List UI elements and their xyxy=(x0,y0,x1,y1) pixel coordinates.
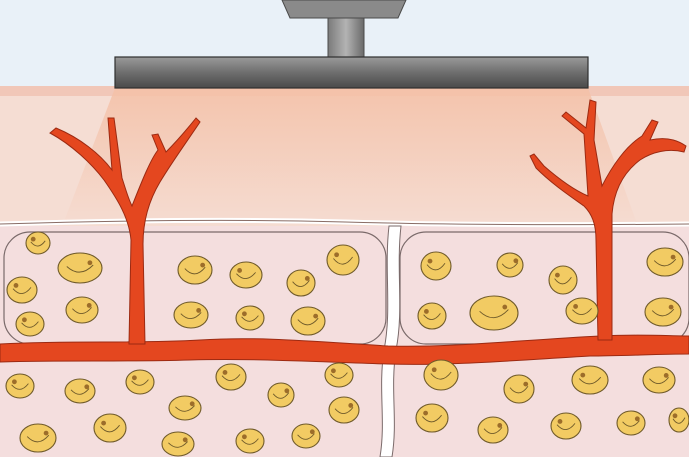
fat-cell-nucleus xyxy=(14,283,19,288)
fat-cell xyxy=(236,306,264,330)
fat-cell xyxy=(645,298,681,326)
fat-cell-nucleus xyxy=(305,276,310,281)
fat-cell-nucleus xyxy=(88,260,93,265)
fat-cell-nucleus xyxy=(502,305,507,310)
fat-cell-nucleus xyxy=(558,419,563,424)
fat-cell-nucleus xyxy=(423,411,428,416)
fat-cell-nucleus xyxy=(84,384,89,389)
fat-cell xyxy=(470,296,518,330)
fat-cell-nucleus xyxy=(87,303,92,308)
fat-cell xyxy=(418,303,446,329)
fat-cell-nucleus xyxy=(523,382,528,387)
fat-cell-nucleus xyxy=(669,305,674,310)
fat-cell xyxy=(94,414,126,442)
fat-cell xyxy=(497,253,523,277)
fat-cell xyxy=(572,366,608,394)
applicator-plate xyxy=(115,57,588,88)
fat-cell xyxy=(416,404,448,432)
fat-cell-nucleus xyxy=(242,434,247,439)
fat-cell-nucleus xyxy=(101,421,106,426)
fat-cell-nucleus xyxy=(284,388,289,393)
fat-cell xyxy=(504,375,534,403)
applicator-top xyxy=(282,0,406,18)
fat-cell xyxy=(421,252,451,280)
fat-cell-nucleus xyxy=(237,268,242,273)
fat-cell-nucleus xyxy=(310,429,315,434)
fat-cell-nucleus xyxy=(183,437,188,442)
fat-cell-nucleus xyxy=(348,403,353,408)
fat-cell xyxy=(20,424,56,452)
fat-cell-nucleus xyxy=(334,252,339,257)
fat-cell xyxy=(169,396,201,420)
fat-cell xyxy=(216,364,246,390)
fat-cell xyxy=(7,277,37,303)
fat-cell-nucleus xyxy=(432,367,437,372)
fat-cell-nucleus xyxy=(673,413,678,418)
fat-cell xyxy=(66,297,98,323)
fat-cell-nucleus xyxy=(428,259,433,264)
fat-cell xyxy=(291,307,325,335)
fat-cell xyxy=(617,411,645,435)
fat-cell xyxy=(58,253,102,283)
fat-cell-nucleus xyxy=(44,431,49,436)
fat-cell xyxy=(647,248,683,276)
fat-cell-nucleus xyxy=(573,304,578,309)
fat-cell-nucleus xyxy=(242,311,247,316)
fat-cell xyxy=(65,379,95,403)
fat-cell xyxy=(551,413,581,439)
fat-cell-nucleus xyxy=(31,237,36,242)
fat-cell xyxy=(643,367,675,393)
fat-cell-nucleus xyxy=(331,368,336,373)
fat-cell-nucleus xyxy=(313,314,318,319)
fat-cell-nucleus xyxy=(12,379,17,384)
fat-cell-nucleus xyxy=(200,263,205,268)
fat-cell xyxy=(292,424,320,448)
fat-cell xyxy=(329,397,359,423)
fat-cell xyxy=(236,429,264,453)
fat-cell xyxy=(230,262,262,288)
fat-cell xyxy=(174,302,208,328)
fat-cell xyxy=(178,256,212,284)
fat-cell xyxy=(287,270,315,296)
fat-cell xyxy=(162,432,194,456)
fat-cell xyxy=(549,266,577,294)
fat-cell-nucleus xyxy=(555,273,560,278)
fat-cell-nucleus xyxy=(22,317,27,322)
fat-cell-nucleus xyxy=(664,373,669,378)
fat-cell-nucleus xyxy=(190,401,195,406)
fat-cell-nucleus xyxy=(132,375,137,380)
fat-cell-nucleus xyxy=(196,308,201,313)
fat-cell xyxy=(6,374,34,398)
fat-cell xyxy=(325,363,353,387)
fat-cell-nucleus xyxy=(497,423,502,428)
fat-cell xyxy=(424,360,458,390)
fat-cell-nucleus xyxy=(223,370,228,375)
fat-cell xyxy=(268,383,294,407)
fat-cell xyxy=(566,298,598,324)
fat-cell-nucleus xyxy=(513,258,518,263)
fat-cell-nucleus xyxy=(635,416,640,421)
fat-cell xyxy=(16,312,44,336)
fat-cell xyxy=(327,245,359,275)
fat-cell xyxy=(26,232,50,254)
fat-cell-nucleus xyxy=(671,255,676,260)
fat-cell xyxy=(478,417,508,443)
fat-cell-nucleus xyxy=(580,373,585,378)
fat-cell-nucleus xyxy=(424,309,429,314)
fat-cell xyxy=(126,370,154,394)
fat-cell xyxy=(669,408,689,432)
